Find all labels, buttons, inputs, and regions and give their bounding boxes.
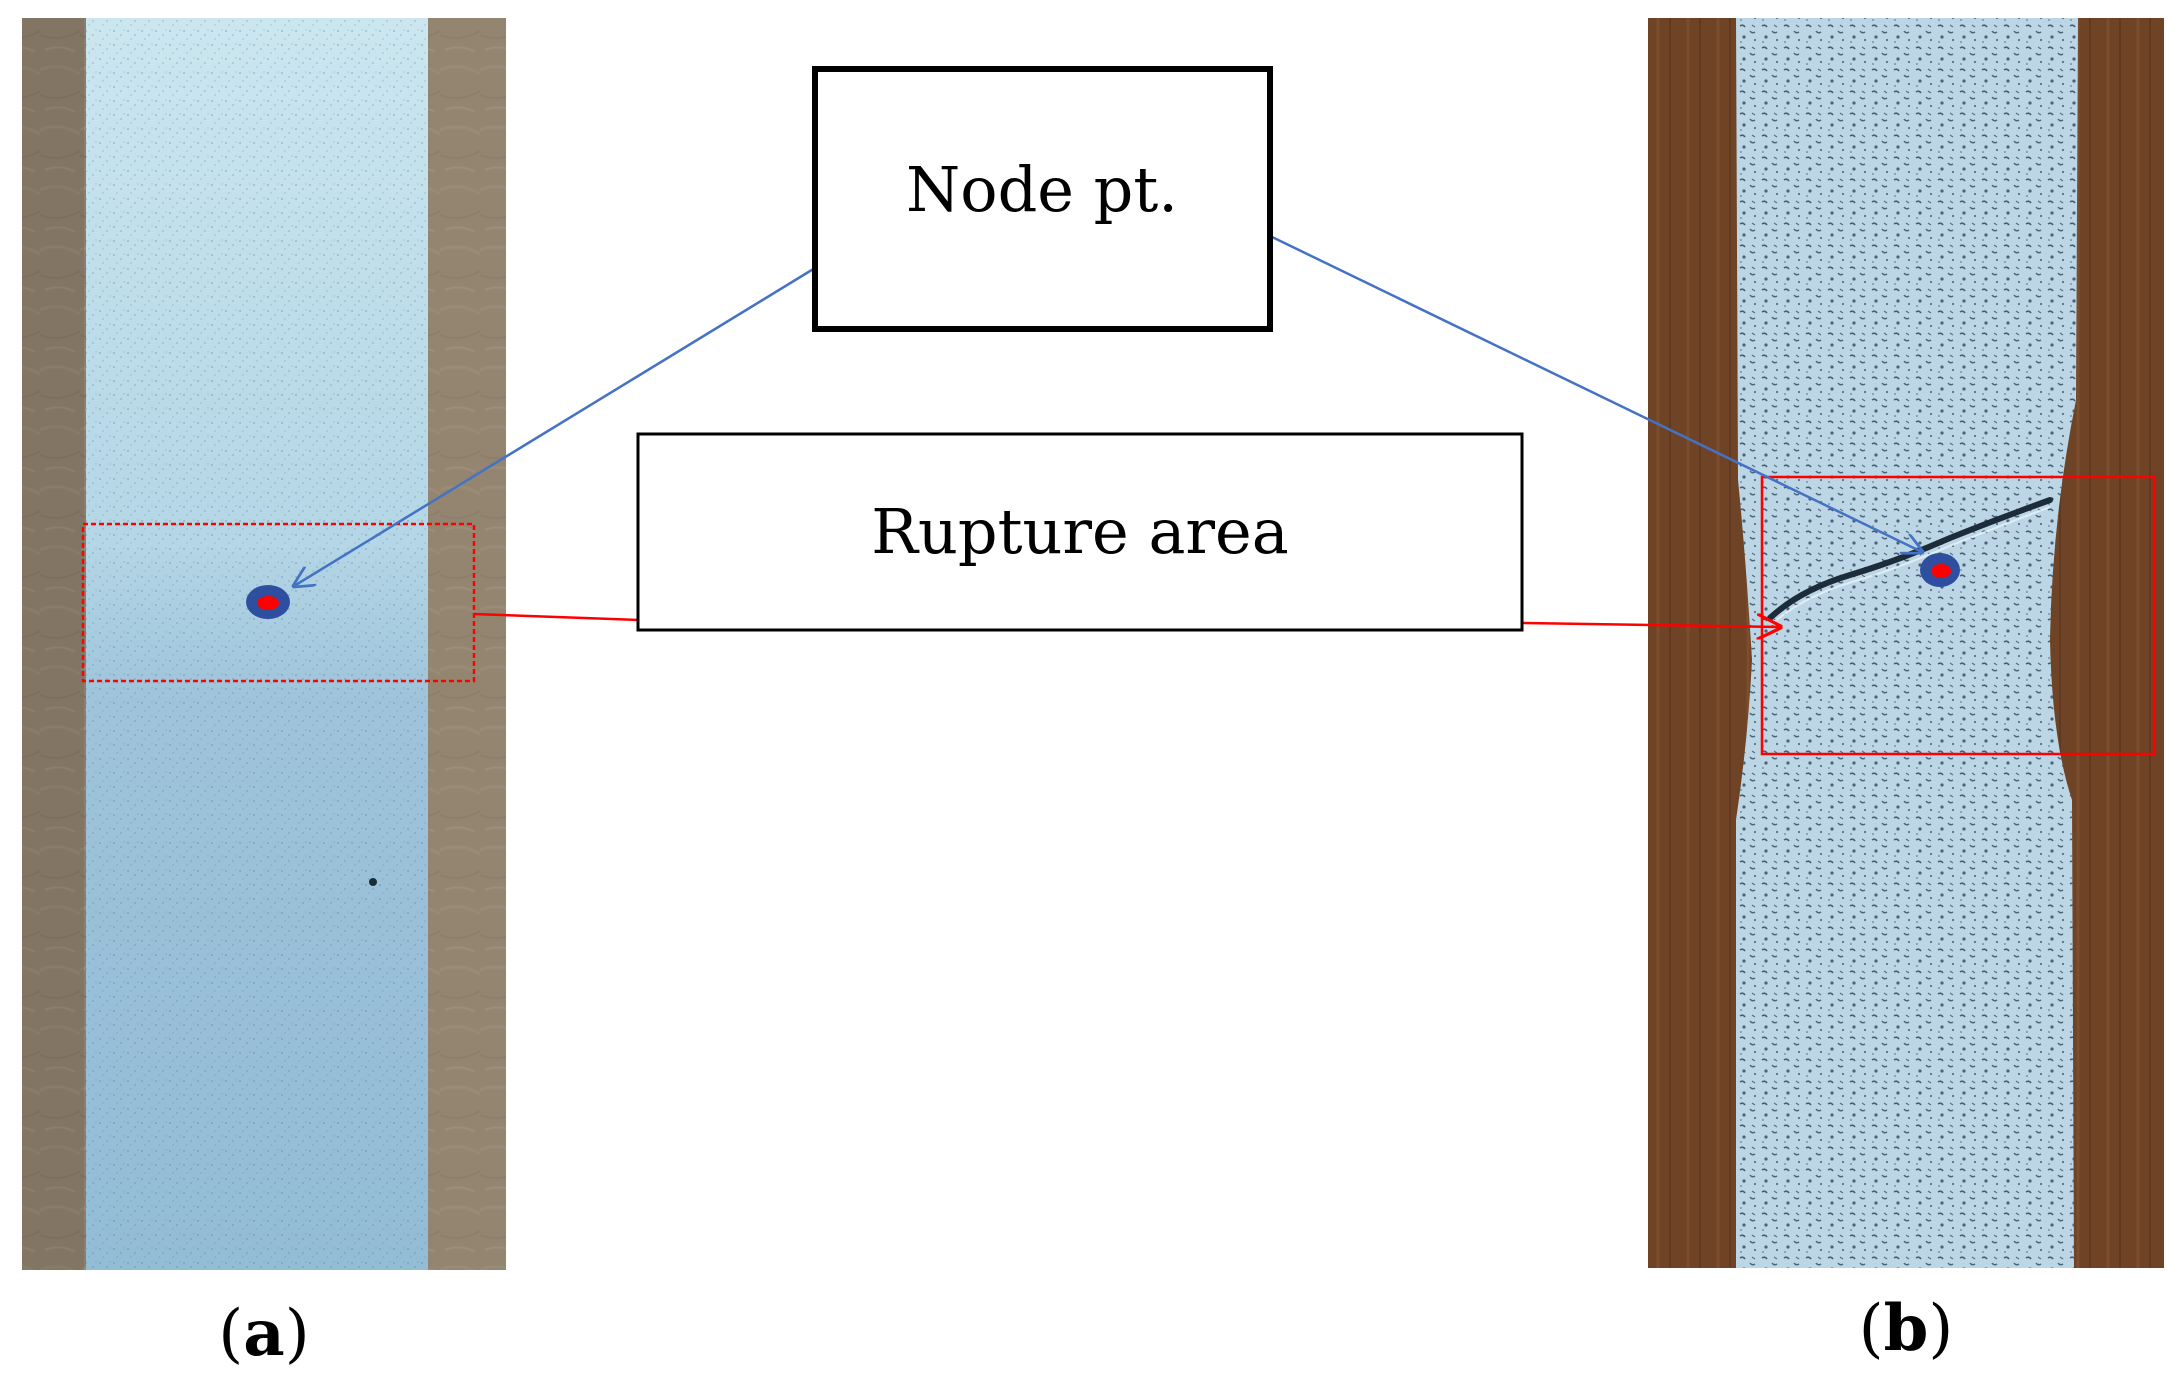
node-arrow-to-b (1269, 234, 1922, 552)
wood-edge-right-a (428, 18, 506, 1270)
specimen-speckle-a (86, 18, 428, 1270)
photo-panel-a (22, 18, 506, 1270)
node-point-label: Node pt. (906, 153, 1178, 226)
specimen-defect-dot (369, 878, 377, 886)
node-arrow-to-a (294, 266, 816, 586)
node-point-marker-b (1920, 553, 1960, 587)
panel-label-b: (b) (1859, 1291, 1954, 1366)
node-point-marker-a (246, 585, 290, 619)
rupture-arrow-to-b (1521, 623, 1780, 627)
panel-label-a: (a) (218, 1296, 309, 1371)
rupture-connector-a (473, 612, 639, 622)
rupture-region-box-a (81, 522, 476, 683)
photo-panel-b (1648, 18, 2164, 1268)
node-point-callout: Node pt. (812, 66, 1273, 332)
rupture-crack (1767, 497, 2053, 621)
rupture-area-callout: Rupture area (636, 432, 1524, 632)
rupture-area-callout-box (636, 432, 1524, 632)
wood-edge-left-a (22, 18, 84, 1270)
specimen-speckle-b (1736, 18, 2078, 1268)
rupture-crack-highlight (1771, 506, 2051, 625)
rupture-area-label: Rupture area (871, 495, 1288, 568)
node-point-callout-box (812, 66, 1273, 332)
